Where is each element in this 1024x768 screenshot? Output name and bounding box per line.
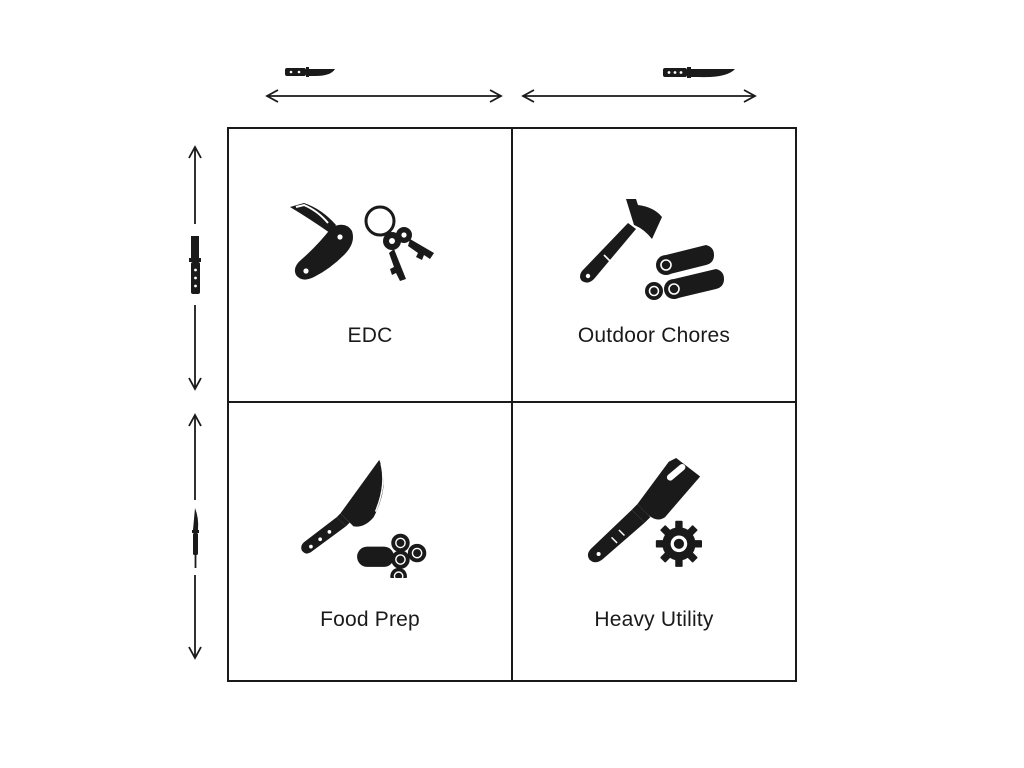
hatchet-icon — [580, 199, 662, 283]
firewood-logs-icon — [645, 245, 724, 300]
edc-icon-group — [290, 203, 434, 281]
thick-knife-icon — [189, 236, 201, 294]
long-knife-icon — [663, 67, 735, 78]
quadrant-outdoor-chores: Outdoor Chores — [513, 129, 795, 403]
outdoor-chores-icon-group — [580, 199, 724, 300]
sliced-food-icon — [357, 533, 427, 578]
small-knife-icon — [285, 67, 335, 77]
quadrant-food-prep: Food Prep — [229, 403, 513, 680]
quadrant-label-food-prep: Food Prep — [320, 608, 420, 631]
thin-knife-icon — [192, 508, 199, 568]
quadrant-label-heavy-utility: Heavy Utility — [594, 608, 714, 631]
quadrant-label-outdoor-chores: Outdoor Chores — [577, 324, 731, 347]
quadrant-edc: EDC — [229, 129, 513, 403]
quadrant-label-edc: EDC — [347, 324, 393, 347]
keys-icon — [364, 205, 434, 281]
food-prep-icon-group — [301, 459, 427, 578]
chef-knife-icon — [301, 459, 384, 554]
heavy-utility-icon-group — [587, 458, 702, 567]
folding-knife-icon — [290, 203, 353, 280]
quadrant-grid: EDC Outdoor Chores — [227, 127, 797, 682]
gear-icon — [655, 520, 702, 567]
quadrant-heavy-utility: Heavy Utility — [513, 403, 795, 680]
cleaver-icon — [587, 458, 701, 563]
